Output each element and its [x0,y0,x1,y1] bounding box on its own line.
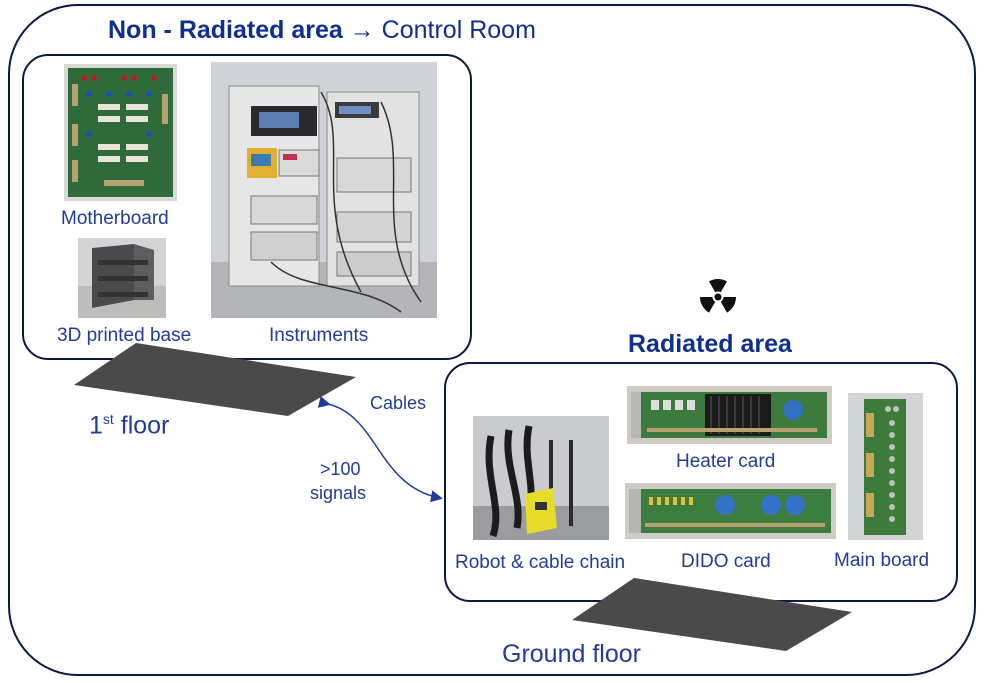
first-floor-plane [74,339,356,419]
heater-card-photo [627,386,832,444]
dido-card-photo [625,483,836,539]
main-board-label: Main board [834,550,930,571]
first-floor-suffix: floor [113,411,170,440]
non-radiated-title-bold: Non - Radiated area [108,16,343,44]
ground-floor-plane [572,576,854,652]
outer-frame [8,4,976,676]
3d-printed-base-photo [78,238,166,318]
main-board-photo [848,393,923,540]
ground-floor-label: Ground floor [502,640,641,668]
non-radiated-title-rest: → Control Room [342,16,536,44]
non-radiated-title: Non - Radiated area → Control Room [108,16,536,45]
3d-printed-base-label: 3D printed base [57,325,192,346]
motherboard-photo [64,64,177,201]
first-floor-sup: st [102,411,114,427]
signals-count: >100 [320,459,361,479]
first-floor-label: 1st floor [89,411,169,440]
signals-word: signals [310,483,367,503]
robot-photo [473,416,609,540]
heater-card-label: Heater card [676,451,776,472]
motherboard-label: Motherboard [61,208,169,229]
instruments-label: Instruments [269,325,369,346]
cables-arrow [318,396,450,506]
instruments-photo [211,62,437,318]
radiation-icon [697,276,739,318]
dido-card-label: DIDO card [681,551,771,572]
robot-label: Robot & cable chain [455,552,626,573]
first-floor-prefix: 1 [89,411,103,440]
radiated-area-title: Radiated area [628,330,792,358]
cables-label: Cables [370,393,427,413]
